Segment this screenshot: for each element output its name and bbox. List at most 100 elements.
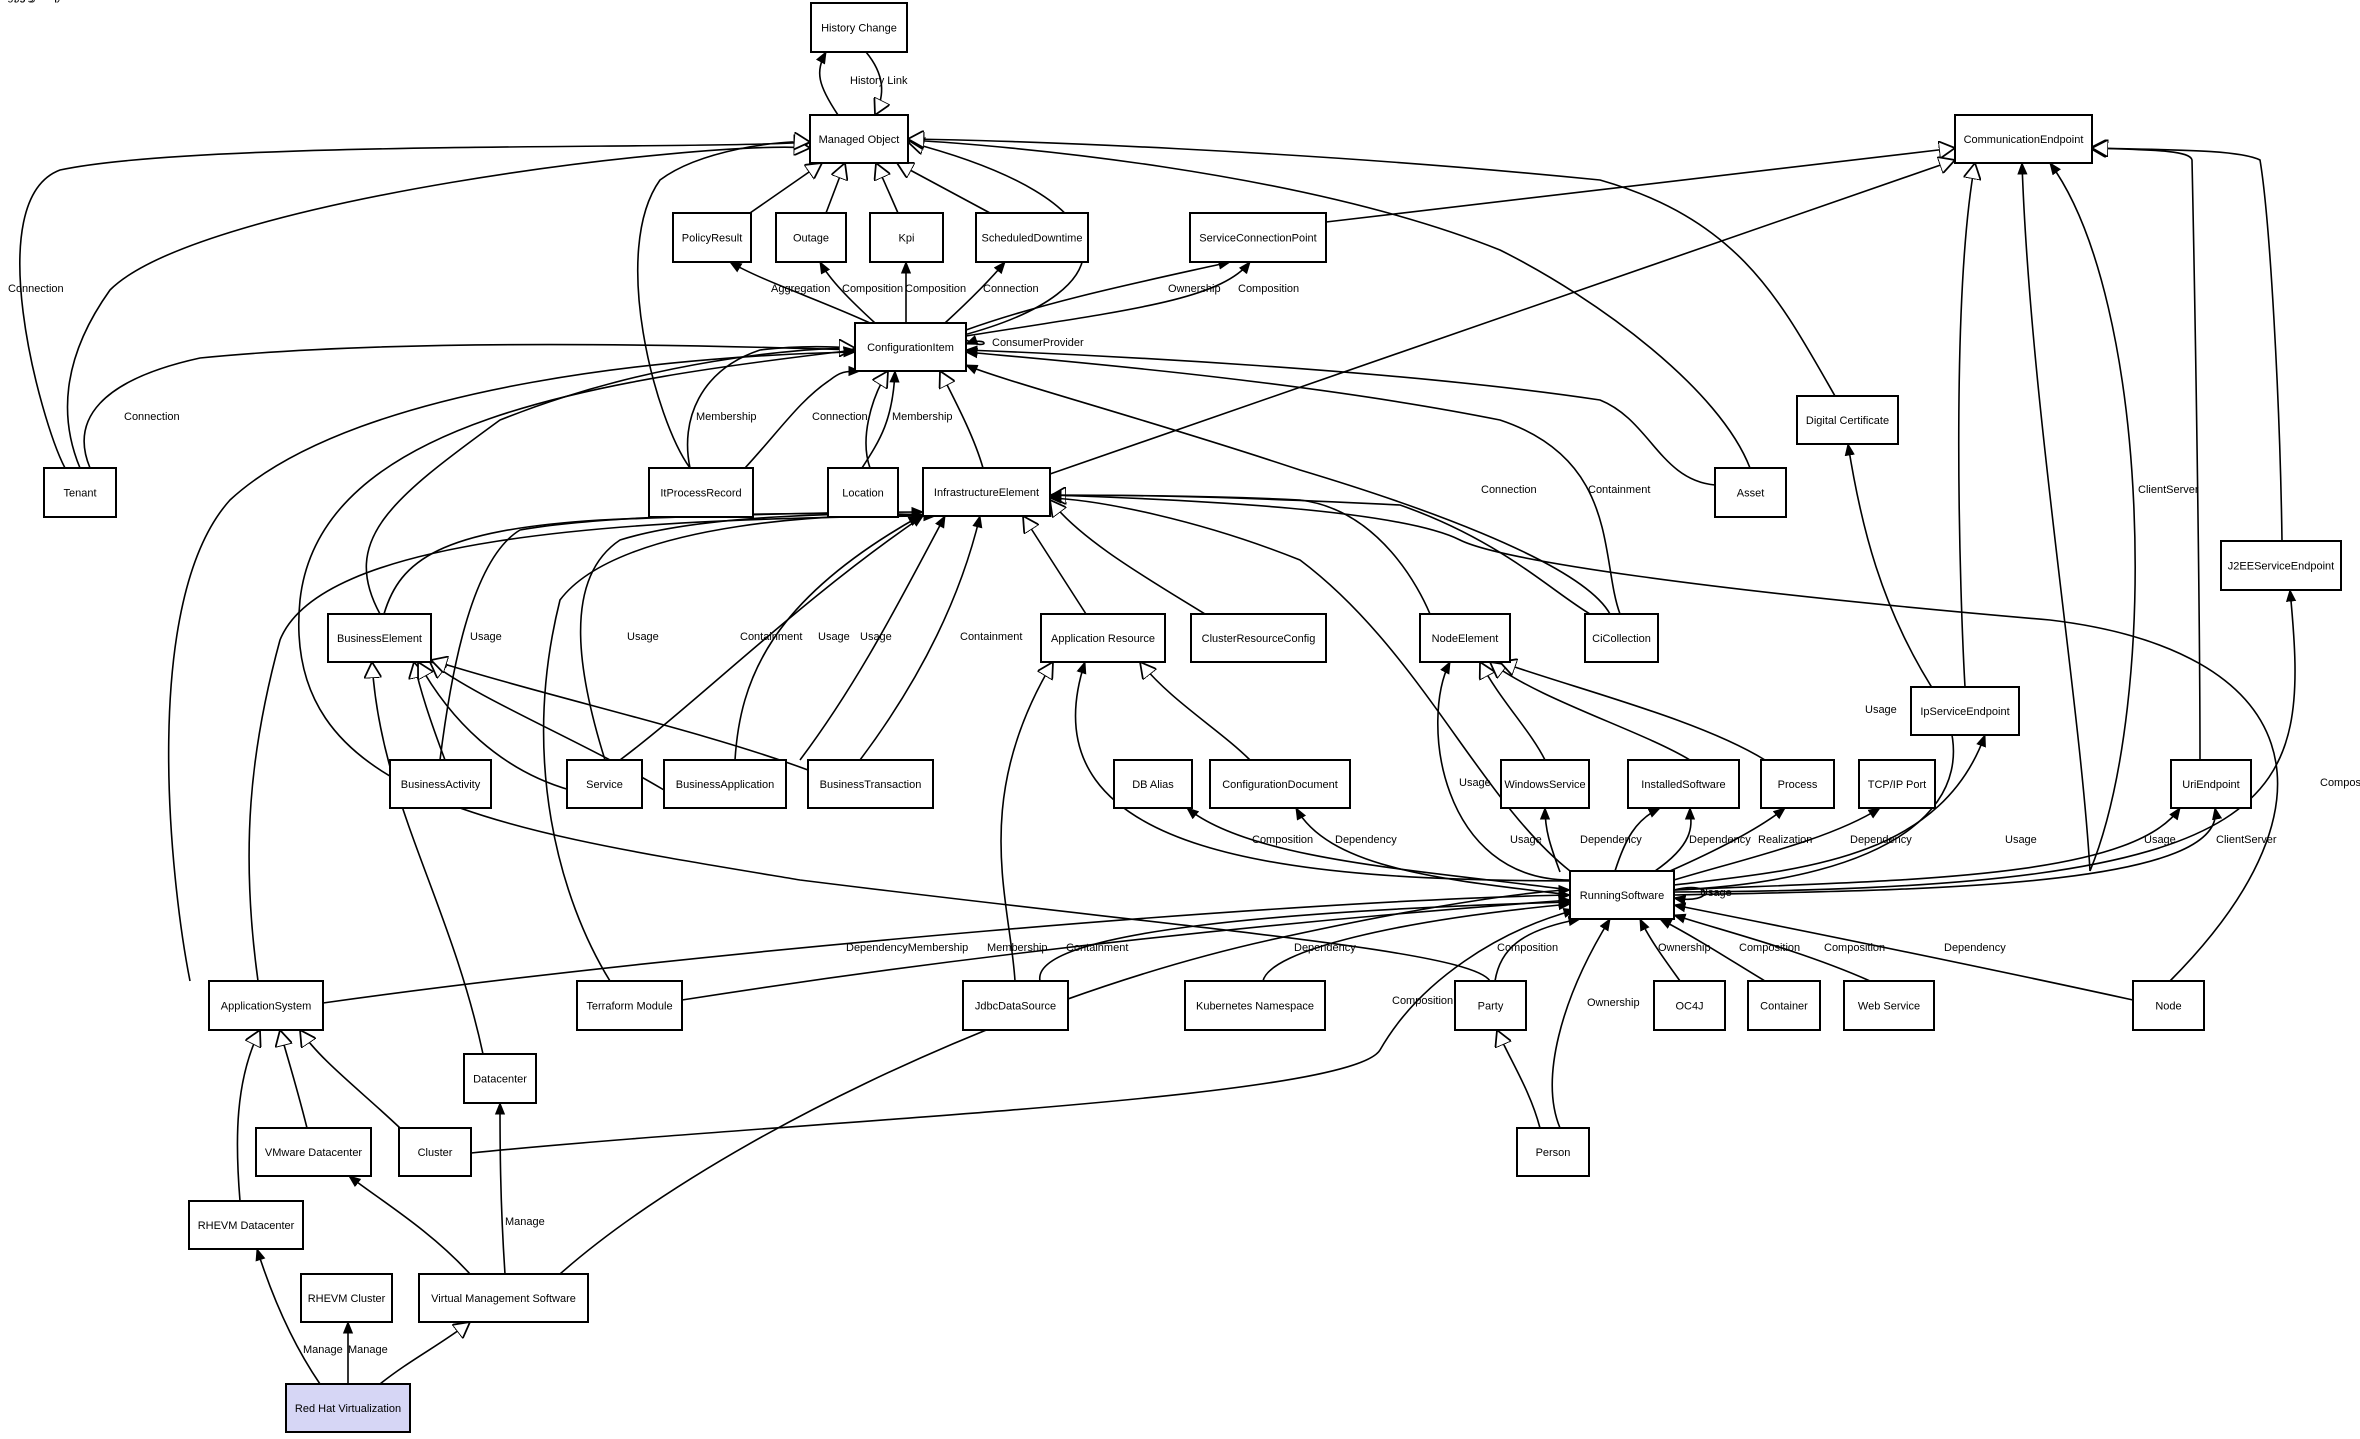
edge-line	[1639, 917, 1681, 982]
edge-label-clientserver: ClientServer	[2216, 834, 2277, 846]
edge-running-software-to-configuration-document	[1295, 806, 1571, 896]
edge-label-aggregation: Aggregation	[771, 283, 830, 295]
edge-managed-object-to-history-change	[815, 50, 839, 116]
edge-label-usage: Usage	[1865, 704, 1897, 716]
node-tenant[interactable]: Tenant	[43, 467, 117, 518]
edge-scheduled-downtime-to-managed-object	[897, 163, 991, 214]
node-configuration-item[interactable]: ConfigurationItem	[854, 322, 967, 372]
node-box	[1209, 759, 1351, 809]
node-box	[1189, 212, 1327, 263]
node-vmware-datacenter[interactable]: VMware Datacenter	[255, 1127, 372, 1177]
edge-service-to-business-element	[418, 662, 571, 791]
node-process[interactable]: Process	[1760, 759, 1835, 809]
node-node-element[interactable]: NodeElement	[1419, 613, 1511, 663]
node-uri-endpoint[interactable]: UriEndpoint	[2170, 759, 2252, 809]
edge-line	[1658, 918, 1766, 982]
node-party[interactable]: Party	[1454, 980, 1527, 1031]
edge-location-to-configuration-item	[861, 369, 900, 469]
node-person[interactable]: Person	[1516, 1127, 1590, 1177]
edge-line	[1074, 660, 1571, 882]
node-it-process-record[interactable]: ItProcessRecord	[648, 467, 754, 518]
node-kubernetes-namespace[interactable]: Kubernetes Namespace	[1184, 980, 1326, 1031]
node-business-application[interactable]: BusinessApplication	[663, 759, 787, 809]
node-history-change[interactable]: History Change	[810, 2, 908, 53]
edge-node-to-infrastructure-element	[1048, 490, 2279, 982]
edge-line	[1673, 806, 2223, 896]
node-application-resource[interactable]: Application Resource	[1040, 613, 1166, 663]
node-ci-collection[interactable]: CiCollection	[1584, 613, 1659, 663]
node-business-element[interactable]: BusinessElement	[327, 613, 432, 663]
node-label: DB Alias	[1132, 779, 1174, 791]
node-tcpip-port[interactable]: TCP/IP Port	[1858, 759, 1936, 809]
edge-tenant-to-configuration-item	[83, 343, 857, 469]
edge-cluster-to-application-system	[300, 1030, 401, 1129]
node-terraform-module[interactable]: Terraform Module	[576, 980, 683, 1031]
edge-j2ee-service-endpoint-to-communication-endpoint	[2092, 148, 2283, 542]
node-label: IpServiceEndpoint	[1920, 706, 2009, 718]
edge-line	[1262, 899, 1572, 982]
node-label: ServiceConnectionPoint	[1199, 233, 1316, 245]
node-ip-service-endpoint[interactable]: IpServiceEndpoint	[1910, 686, 2020, 736]
edge-label-containment: Containment	[740, 631, 802, 643]
edge-label-connection: Connection	[812, 411, 868, 423]
node-virtual-management-software[interactable]: Virtual Management Software	[418, 1273, 589, 1323]
node-outage[interactable]: Outage	[775, 212, 847, 263]
edge-line	[1186, 807, 1571, 891]
edge-terraform-module-to-infrastructure-element	[542, 510, 937, 982]
edge-configuration-item-to-configuration-item	[964, 335, 985, 346]
edge-kubernetes-namespace-to-running-software	[1262, 899, 1572, 982]
node-configuration-document[interactable]: ConfigurationDocument	[1209, 759, 1351, 809]
edge-line	[908, 140, 1751, 469]
node-db-alias[interactable]: DB Alias	[1113, 759, 1193, 809]
node-application-system[interactable]: ApplicationSystem	[208, 980, 324, 1031]
edge-line	[300, 1030, 401, 1129]
node-location[interactable]: Location	[827, 467, 899, 518]
edge-web-service-to-running-software	[1672, 913, 1871, 982]
edge-line	[825, 163, 845, 214]
node-managed-object[interactable]: Managed Object	[809, 114, 909, 164]
edge-line	[865, 51, 882, 115]
edge-running-software-to-running-software	[1672, 886, 1706, 905]
node-label: VMware Datacenter	[265, 1147, 363, 1159]
node-rhevm-cluster[interactable]: RHEVM Cluster	[300, 1273, 393, 1323]
node-windows-service[interactable]: WindowsService	[1500, 759, 1590, 809]
edge-line	[280, 1030, 308, 1129]
edge-application-system-to-configuration-item	[167, 347, 857, 982]
node-installed-software[interactable]: InstalledSoftware	[1627, 759, 1740, 809]
node-jdbc-data-source[interactable]: JdbcDataSource	[962, 980, 1069, 1031]
edge-line	[815, 50, 839, 116]
node-communication-endpoint[interactable]: CommunicationEndpoint	[1954, 114, 2093, 164]
node-business-transaction[interactable]: BusinessTransaction	[807, 759, 934, 809]
edge-business-transaction-to-infrastructure-element	[859, 514, 983, 761]
node-business-activity[interactable]: BusinessActivity	[389, 759, 492, 809]
node-datacenter[interactable]: Datacenter	[463, 1053, 537, 1104]
node-container[interactable]: Container	[1747, 980, 1821, 1031]
edge-label-usage: Usage	[0, 0, 32, 3]
node-running-software[interactable]: RunningSoftware	[1569, 870, 1675, 920]
node-service-connection-point[interactable]: ServiceConnectionPoint	[1189, 212, 1327, 263]
node-web-service[interactable]: Web Service	[1843, 980, 1935, 1031]
node-asset[interactable]: Asset	[1714, 467, 1787, 518]
edge-cluster-to-running-software	[470, 908, 1577, 1154]
node-label: Cluster	[418, 1147, 453, 1159]
node-cluster[interactable]: Cluster	[398, 1127, 472, 1177]
node-service[interactable]: Service	[566, 759, 643, 809]
edge-line	[944, 261, 1006, 324]
edge-party-to-running-software	[1494, 916, 1582, 982]
node-kpi[interactable]: Kpi	[869, 212, 944, 263]
node-cluster-resource-config[interactable]: ClusterResourceConfig	[1190, 613, 1327, 663]
node-node[interactable]: Node	[2132, 980, 2205, 1031]
node-scheduled-downtime[interactable]: ScheduledDowntime	[975, 212, 1089, 263]
node-red-hat-virtualization[interactable]: Red Hat Virtualization	[285, 1383, 411, 1433]
node-digital-certificate[interactable]: Digital Certificate	[1796, 395, 1899, 445]
node-rhevm-datacenter[interactable]: RHEVM Datacenter	[188, 1200, 304, 1250]
edge-running-software-to-installed-software	[1614, 807, 1662, 872]
edge-label-manage: Manage	[505, 1216, 545, 1228]
node-box	[775, 212, 847, 263]
node-oc4j[interactable]: OC4J	[1653, 980, 1726, 1031]
node-j2ee-service-endpoint[interactable]: J2EEServiceEndpoint	[2220, 540, 2342, 591]
edge-configuration-item-to-service-connection-point	[965, 260, 1251, 337]
edge-label-containment: Containment	[1588, 484, 1650, 496]
node-policy-result[interactable]: PolicyResult	[672, 212, 752, 263]
node-infrastructure-element[interactable]: InfrastructureElement	[922, 467, 1051, 517]
